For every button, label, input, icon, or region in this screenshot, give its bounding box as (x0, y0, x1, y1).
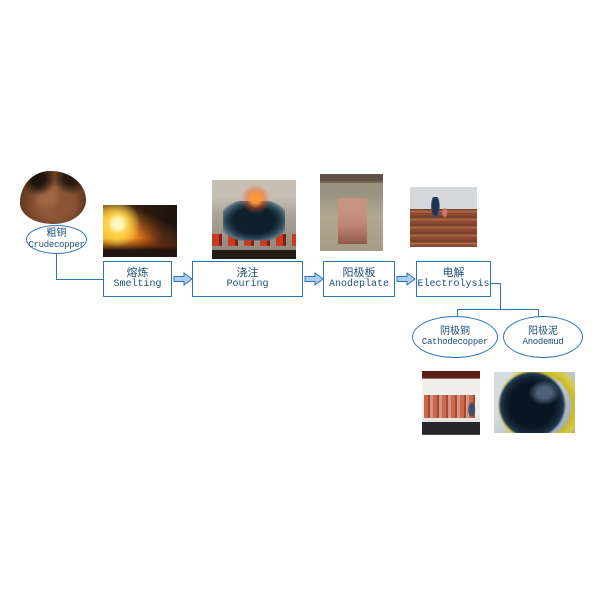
node-electrolysis: 电解 Electrolysis (416, 261, 491, 297)
crude-copper-label-zh: 粗铜 (46, 228, 67, 240)
connector-electrolysis-out (491, 283, 501, 284)
smelting-label-zh: 熔炼 (126, 266, 149, 279)
anode-mud-label-en: Anodemud (522, 337, 564, 348)
node-pouring: 浇注 Pouring (192, 261, 303, 297)
electrolysis-label-en: Electrolysis (417, 279, 490, 291)
anode-plate-label-zh: 阳极板 (342, 266, 376, 279)
smelting-photo (103, 205, 177, 257)
cathode-copper-photo (422, 371, 480, 435)
connector-branch-horizontal (457, 309, 539, 310)
electrolysis-label-zh: 电解 (442, 266, 465, 279)
pouring-label-zh: 浇注 (236, 266, 259, 279)
node-anode-mud: 阳极泥 Anodemud (503, 316, 583, 358)
node-smelting: 熔炼 Smelting (103, 261, 172, 297)
cathode-copper-label-zh: 阴极铜 (440, 325, 470, 337)
flow-arrow-icon (173, 272, 193, 286)
connector-crude-vertical (56, 253, 57, 279)
pouring-label-en: Pouring (226, 279, 269, 291)
anode-mud-photo (494, 372, 575, 433)
connector-branch-left-drop (457, 309, 458, 317)
anode-plate-label-en: Anodeplate (328, 279, 389, 291)
electrolysis-photo (410, 187, 477, 247)
smelting-label-en: Smelting (113, 279, 162, 291)
crude-copper-photo (20, 171, 86, 224)
connector-crude-horizontal (56, 279, 103, 280)
anode-plate-photo (320, 174, 383, 251)
connector-branch-right-drop (538, 309, 539, 317)
cathode-copper-label-en: Cathodecopper (421, 337, 489, 348)
node-cathode-copper: 阴极铜 Cathodecopper (412, 316, 498, 358)
connector-electrolysis-down (500, 283, 501, 310)
crude-copper-label-en: Crudecopper (28, 239, 85, 250)
anode-mud-label-zh: 阳极泥 (528, 325, 558, 337)
node-anode-plate: 阳极板 Anodeplate (323, 261, 395, 297)
flow-arrow-icon (396, 272, 416, 286)
pouring-photo (212, 180, 296, 259)
flow-arrow-icon (304, 272, 324, 286)
node-crude-copper: 粗铜 Crudecopper (26, 225, 87, 254)
